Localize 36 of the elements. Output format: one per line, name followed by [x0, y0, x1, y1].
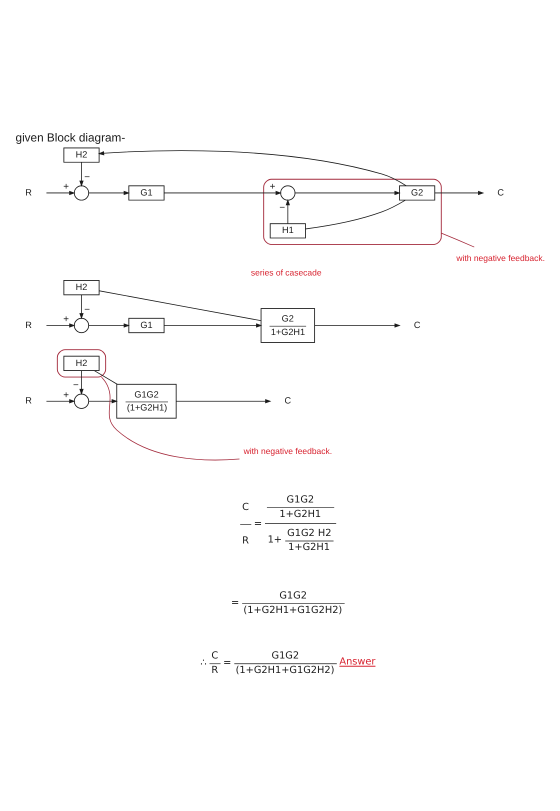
- label: C: [211, 650, 218, 662]
- node-text: with negative feedback.: [456, 253, 545, 264]
- label: (1+G2H1+G1G2H2): [243, 604, 342, 616]
- node-text: C: [414, 320, 420, 330]
- label: G1G2: [286, 494, 314, 506]
- node-text: R: [25, 396, 32, 406]
- label: G1G2: [279, 590, 307, 602]
- label: ∴: [200, 657, 207, 668]
- label: =: [231, 597, 240, 608]
- edge-label: −: [84, 172, 90, 183]
- edge-label: +: [63, 314, 70, 326]
- edge-label: +: [63, 390, 70, 401]
- label: 1+G2H1: [279, 508, 322, 520]
- edge-label: +: [63, 182, 70, 193]
- label: (1+G2H1+G1G2H2): [236, 664, 334, 676]
- node-text: C: [284, 396, 292, 406]
- diagram-title: given Block diagram-: [16, 132, 126, 145]
- node-text: R: [25, 320, 32, 330]
- label: G1G2: [272, 650, 300, 662]
- label: =: [254, 518, 262, 530]
- label: series of casecade: [250, 267, 322, 278]
- label: 1+G2H1: [288, 542, 330, 554]
- label: G1G2 H2: [287, 528, 332, 539]
- node-text: C: [497, 187, 504, 198]
- label: 1+: [268, 534, 282, 546]
- label: R: [211, 664, 218, 676]
- label: R: [242, 535, 249, 546]
- node-text: with negative feedback.: [244, 446, 332, 456]
- edge-label: −: [73, 380, 79, 392]
- node-text: R: [25, 187, 32, 198]
- label: Answer: [339, 656, 376, 668]
- edge-label: −: [279, 202, 286, 214]
- edge-label: −: [84, 304, 90, 316]
- label: C: [242, 502, 249, 513]
- label: =: [223, 657, 232, 668]
- edge-label: +: [270, 182, 276, 193]
